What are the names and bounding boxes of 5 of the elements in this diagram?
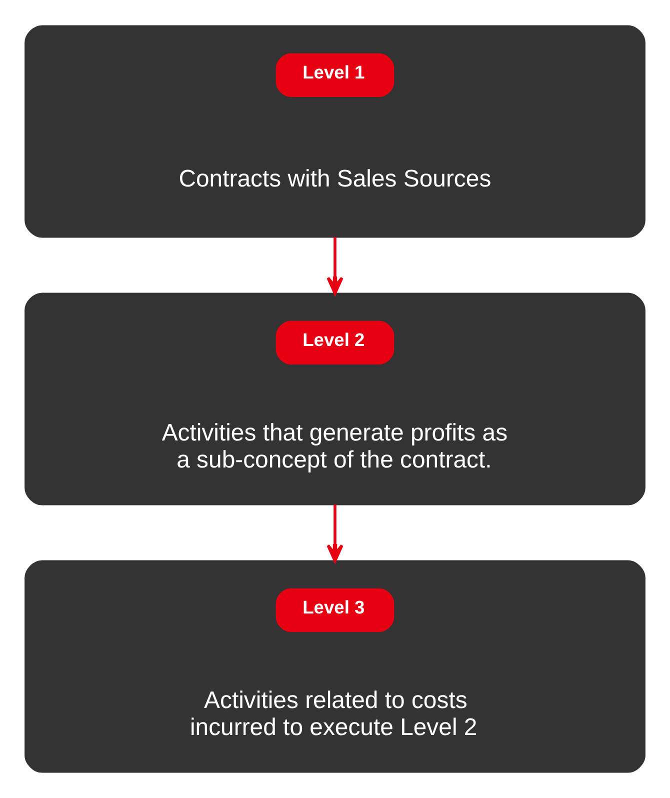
arrow: [326, 237, 344, 295]
node-box: Level 2: [276, 320, 394, 364]
node-box: Level 3: [276, 588, 394, 632]
node-box: Level 1: [276, 53, 394, 97]
arrow: [326, 504, 344, 562]
